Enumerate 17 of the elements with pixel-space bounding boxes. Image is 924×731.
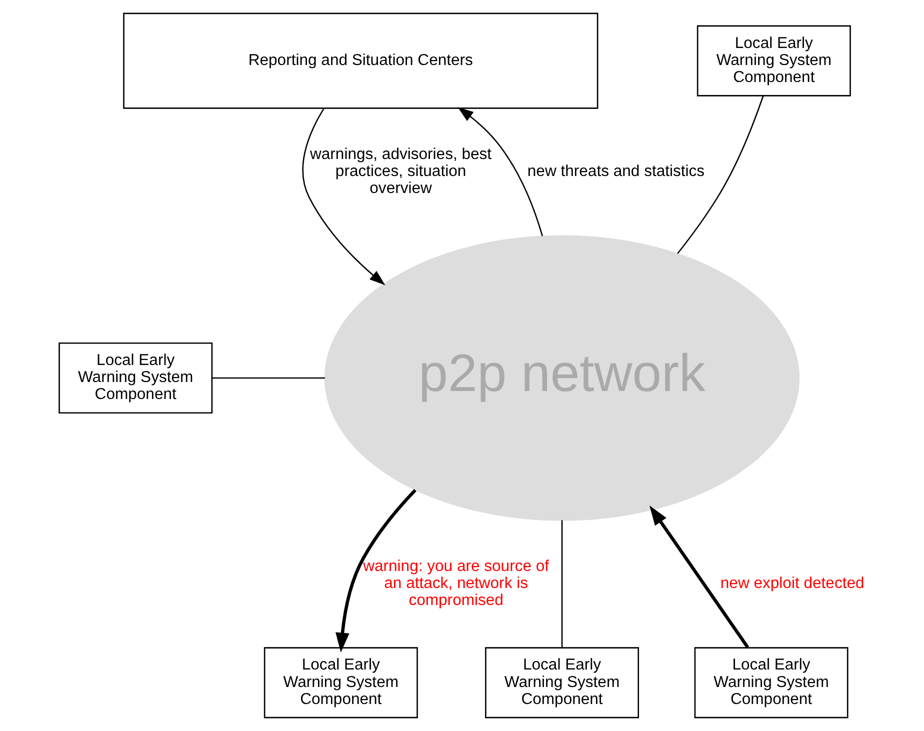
node-box: Local Early Warning System Component: [694, 647, 848, 718]
edge-label: new exploit detected: [720, 575, 864, 592]
node-box: Local Early Warning System Component: [485, 647, 640, 718]
edge-label: warnings, advisories, best practices, situation overview: [310, 146, 492, 198]
node-box: Local Early Warning System Component: [696, 25, 851, 96]
connector: [212, 377, 325, 379]
arrow: [458, 107, 544, 236]
edge-label: warning: you are source of an attack, network is compromised: [363, 558, 550, 610]
arrow: [649, 506, 750, 648]
node-box: Reporting and Situation Centers: [123, 12, 598, 109]
node-box: Local Early Warning System Component: [58, 342, 213, 414]
connector: [677, 96, 764, 254]
edge-label: new threats and statistics: [527, 163, 705, 180]
arrow: [302, 108, 386, 286]
node-box: Local Early Warning System Component: [264, 647, 418, 718]
arrow: [336, 489, 416, 652]
connector: [561, 520, 563, 648]
